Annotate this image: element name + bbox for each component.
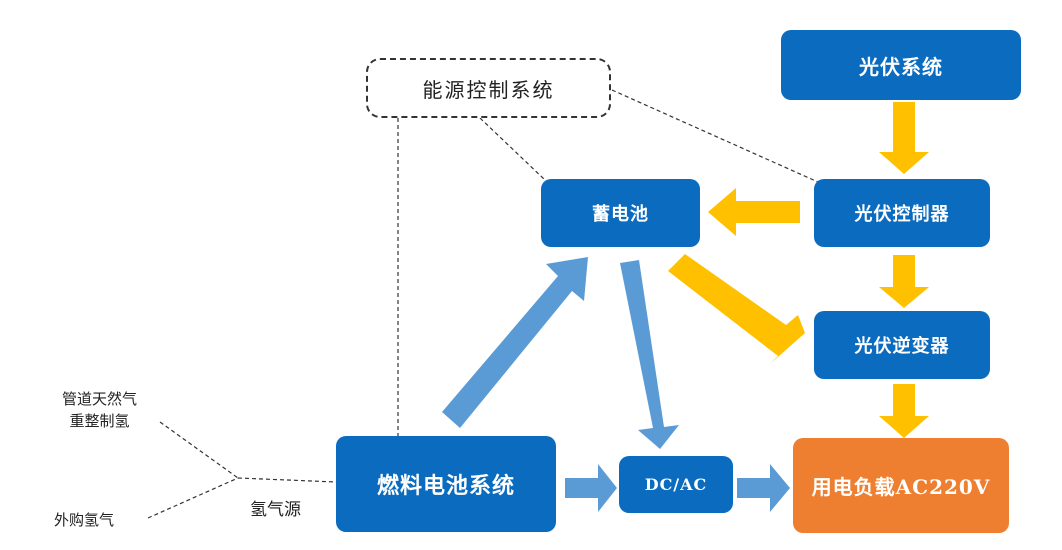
source-line-purchased [147, 477, 239, 519]
fuel-cell-system-box: 燃料电池系统 [336, 436, 556, 532]
gas-reform-line1: 管道天然气 [62, 390, 138, 408]
pv-inverter-box: 光伏逆变器 [814, 311, 990, 379]
control-line-pvcontroller [611, 89, 819, 183]
arrow-inverter-to-load [879, 384, 929, 438]
source-line-h2 [237, 477, 337, 483]
arrow-pv-to-controller [879, 102, 929, 174]
dcac-box: DC/AC [619, 456, 733, 513]
arrow-dcac-to-load [737, 464, 790, 512]
dcac-label: DC/AC [644, 475, 708, 494]
pv-system-box: 光伏系统 [781, 30, 1021, 100]
load-label: 用电负载AC220V [811, 475, 991, 499]
arrow-battery-to-inverter [668, 254, 805, 364]
load-box: 用电负载AC220V [793, 438, 1009, 533]
pv-inverter-label: 光伏逆变器 [854, 336, 950, 357]
pv-controller-box: 光伏控制器 [814, 179, 990, 247]
energy-control-system-box: 能源控制系统 [366, 58, 611, 118]
arrow-fuelcell-to-dcac [565, 464, 617, 512]
purchased-h2-label: 外购氢气 [54, 511, 115, 529]
arrow-controller-to-battery [708, 188, 800, 236]
arrow-fuelcell-to-battery [442, 257, 588, 428]
arrow-battery-to-dcac [620, 260, 679, 449]
battery-box: 蓄电池 [541, 179, 700, 247]
control-line-battery [479, 117, 546, 181]
arrow-controller-to-inverter [879, 255, 929, 308]
h2-source-label: 氢气源 [250, 500, 301, 520]
source-line-gas [159, 421, 239, 479]
pv-controller-label: 光伏控制器 [854, 204, 950, 225]
fuel-cell-system-label: 燃料电池系统 [376, 473, 515, 499]
pv-system-label: 光伏系统 [859, 54, 943, 79]
battery-label: 蓄电池 [592, 204, 649, 225]
gas-reform-line2: 重整制氢 [69, 412, 130, 430]
energy-control-system-label: 能源控制系统 [422, 77, 555, 102]
gas-reform-label: 管道天然气 重整制氢 [62, 388, 137, 432]
